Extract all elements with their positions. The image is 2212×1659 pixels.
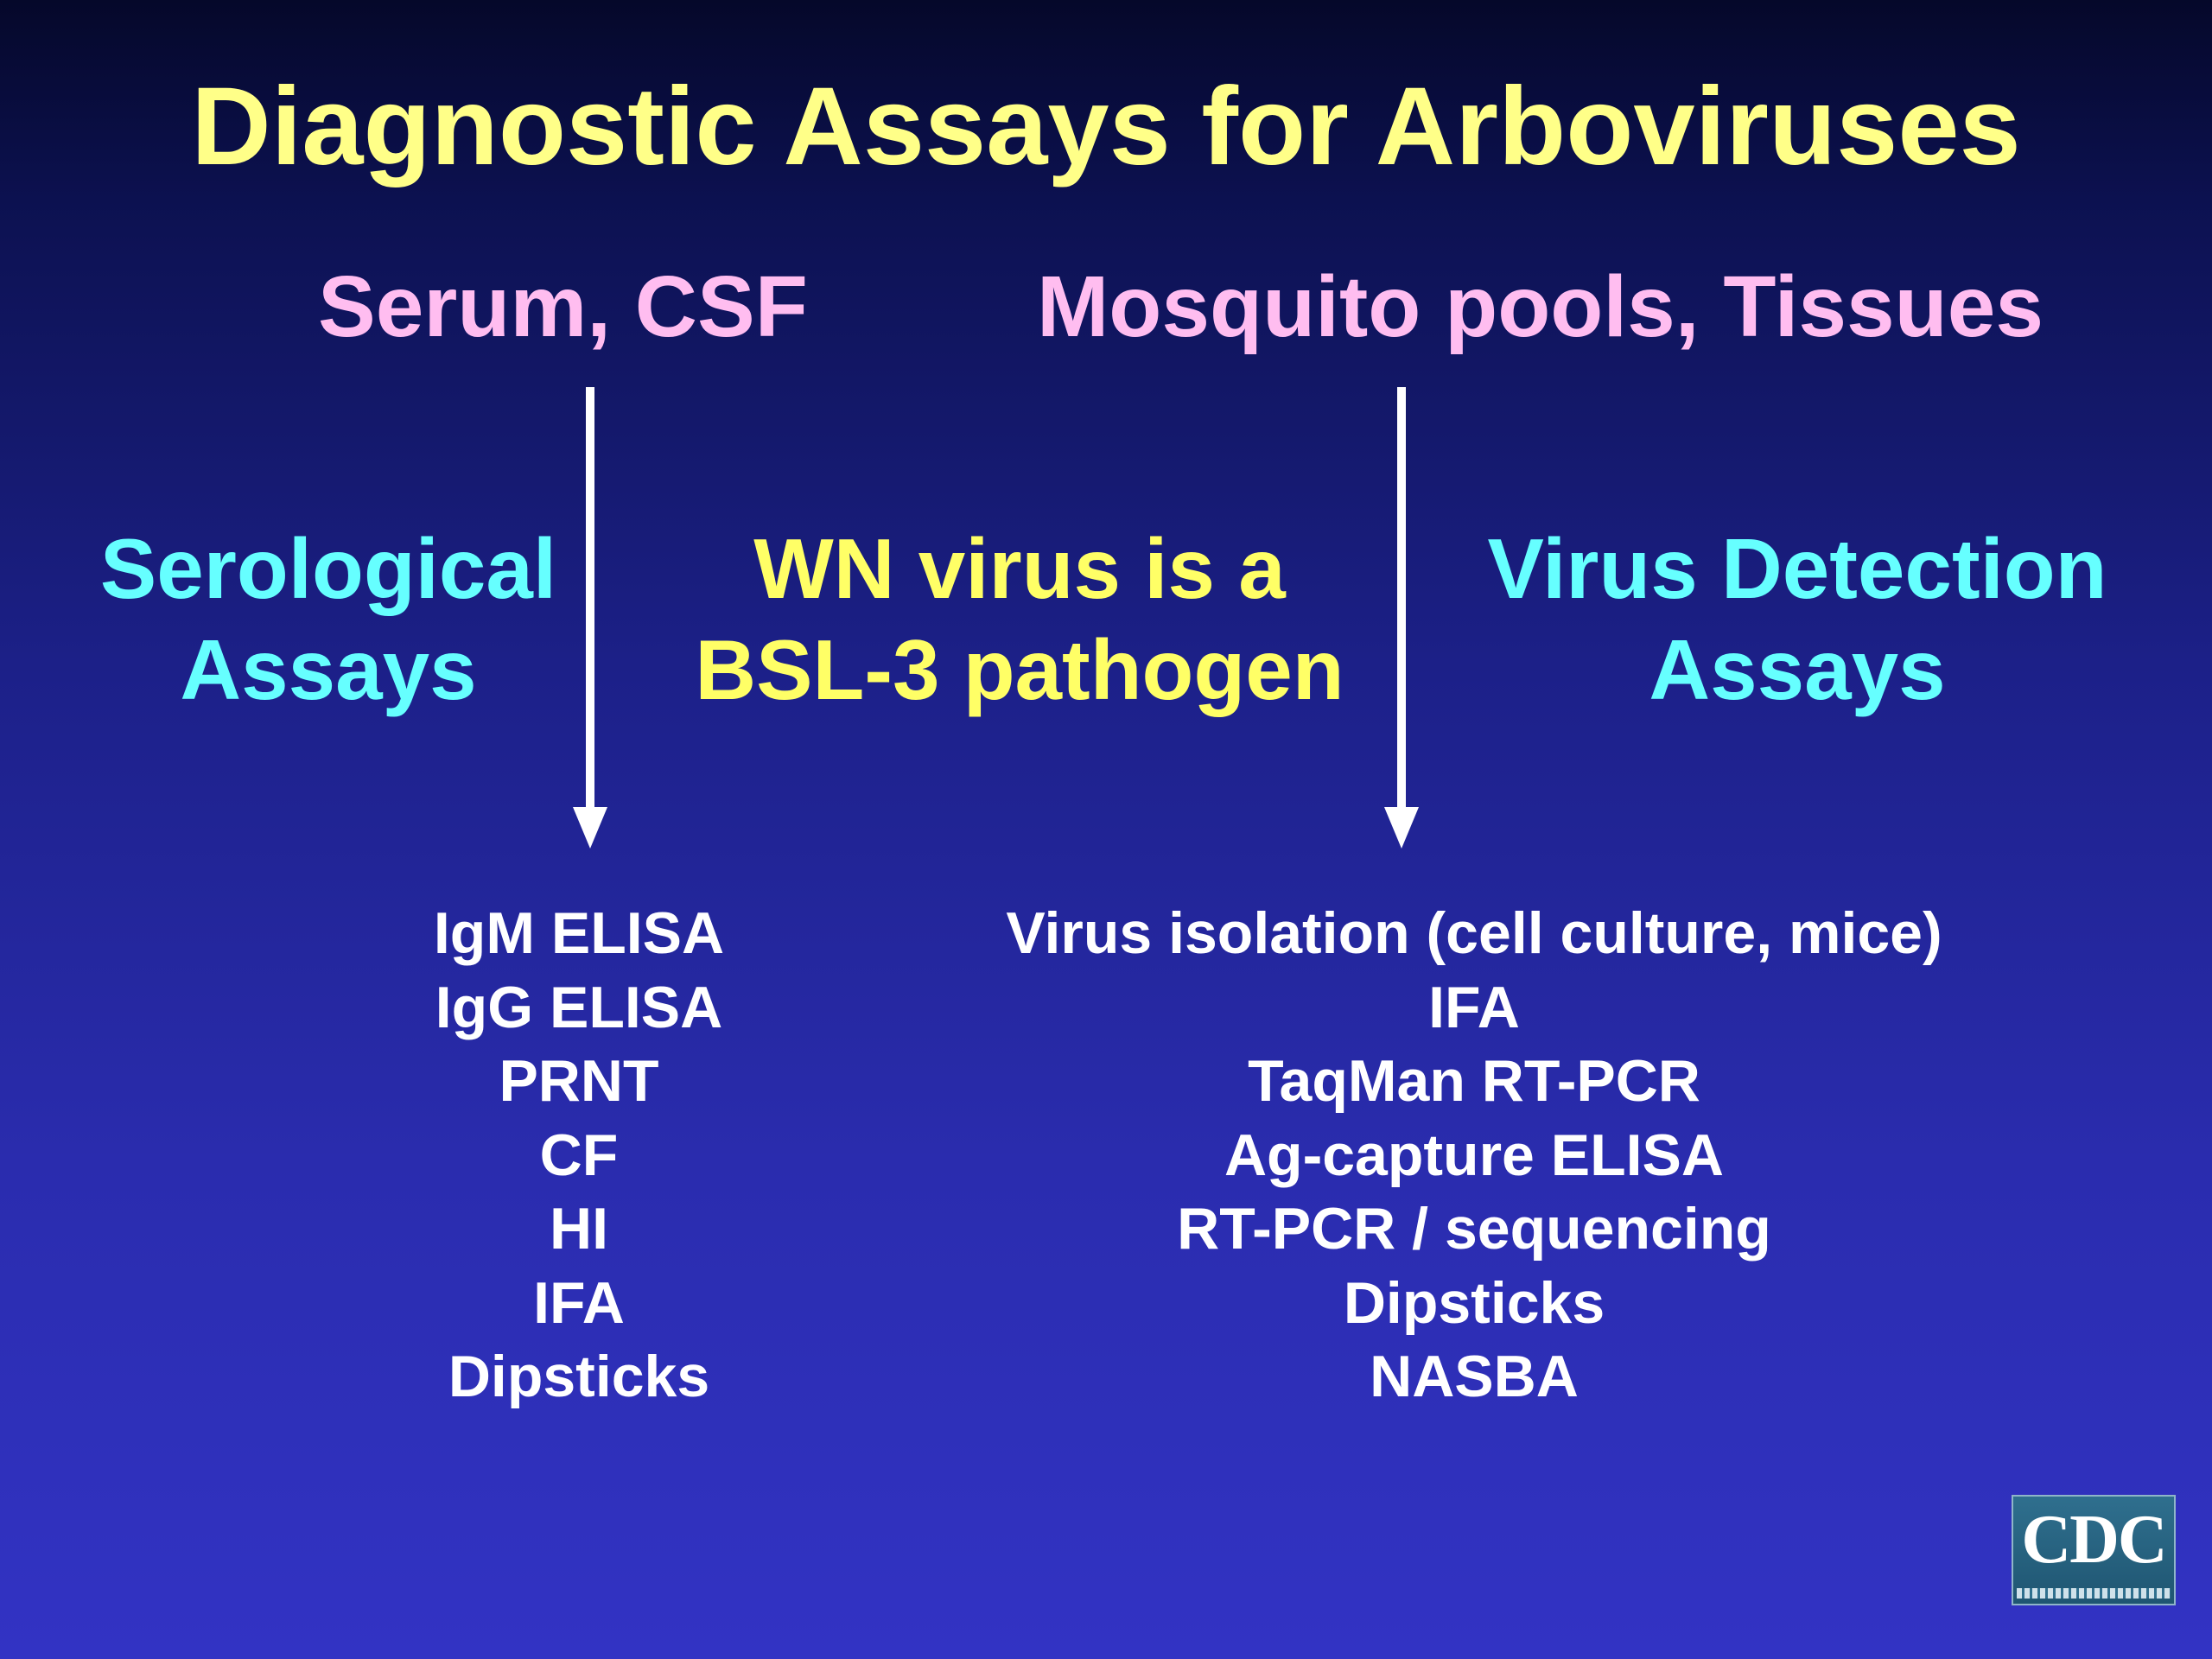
list-item: Dipsticks [1343,1269,1605,1336]
list-item: IFA [533,1269,625,1336]
list-item: CF [539,1122,619,1188]
cdc-logo-strip [2017,1588,2171,1599]
slide-title: Diagnostic Assays for Arboviruses [191,65,2021,188]
virus-detection-line2: Assays [1649,622,1946,717]
note-line1: WN virus is a [753,521,1286,616]
serological-assay-list: IgM ELISA IgG ELISA PRNT CF HI IFA Dipst… [320,897,838,1414]
right-source-label: Mosquito pools, Tissues [1037,258,2044,355]
virus-detection-line1: Virus Detection [1487,521,2107,616]
list-item: TaqMan RT-PCR [1248,1048,1700,1114]
list-item: PRNT [499,1048,659,1114]
list-item: Ag-capture ELISA [1224,1122,1725,1188]
virus-detection-assays-heading: Virus Detection Assays [1434,518,2160,721]
left-down-arrow-icon [573,387,607,849]
left-source-label: Serum, CSF [318,258,808,355]
list-item: HI [550,1196,608,1262]
list-item: IgG ELISA [435,974,723,1040]
bsl3-note: WN virus is a BSL-3 pathogen [657,518,1382,721]
serological-line2: Assays [180,622,477,717]
note-line2: BSL-3 pathogen [695,622,1344,717]
serological-line1: Serological [99,521,557,616]
cdc-logo-text: CDC [2021,1502,2167,1578]
serological-assays-heading: Serological Assays [69,518,588,721]
list-item: Dipsticks [448,1344,710,1409]
list-item: Virus isolation (cell culture, mice) [1006,900,1942,966]
list-item: NASBA [1370,1344,1579,1409]
list-item: IgM ELISA [433,900,725,966]
list-item: IFA [1428,974,1520,1040]
list-item: RT-PCR / sequencing [1177,1196,1771,1262]
virus-detection-assay-list: Virus isolation (cell culture, mice) IFA… [956,897,1993,1414]
right-down-arrow-icon [1384,387,1419,849]
cdc-logo-icon: CDC [2012,1495,2176,1605]
